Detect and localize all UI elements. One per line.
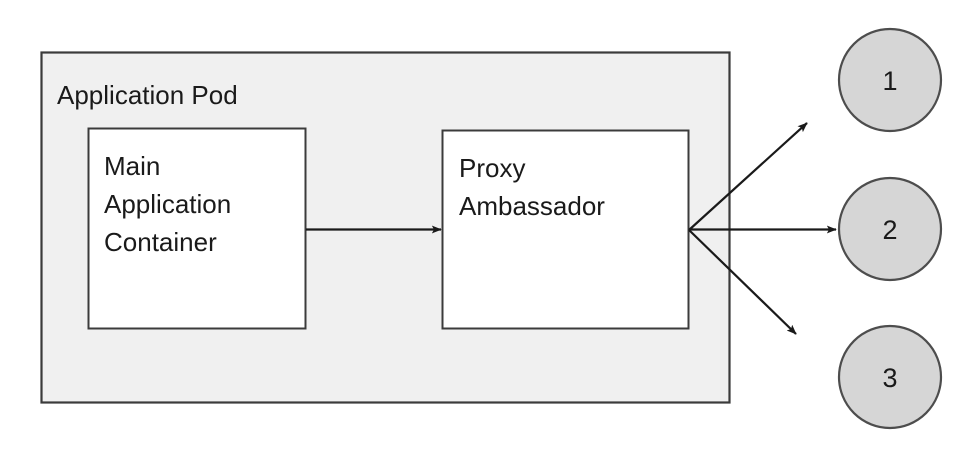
main-application-container-box xyxy=(87,127,307,330)
proxy-ambassador-container-label-line-2: Ambassador xyxy=(459,191,605,221)
main-application-container-label-line-3: Container xyxy=(104,227,217,257)
endpoint-3-circle xyxy=(837,324,943,430)
connector-proxy-to-endpoint-3 xyxy=(688,229,797,335)
proxy-ambassador-container-label-line-1: Proxy xyxy=(459,153,525,183)
endpoint-3-label: 3 xyxy=(882,363,897,393)
endpoint-2-label: 2 xyxy=(882,215,897,245)
main-application-container-label-line-1: Main xyxy=(104,151,160,181)
application-pod-label: Application Pod xyxy=(57,80,238,110)
main-application-container-label-line-2: Application xyxy=(104,189,231,219)
endpoint-1-circle xyxy=(837,27,943,133)
endpoint-2-circle xyxy=(837,176,943,282)
endpoint-1-label: 1 xyxy=(882,66,897,96)
connector-proxy-to-endpoint-1 xyxy=(688,122,808,231)
proxy-ambassador-container-box xyxy=(441,129,690,330)
